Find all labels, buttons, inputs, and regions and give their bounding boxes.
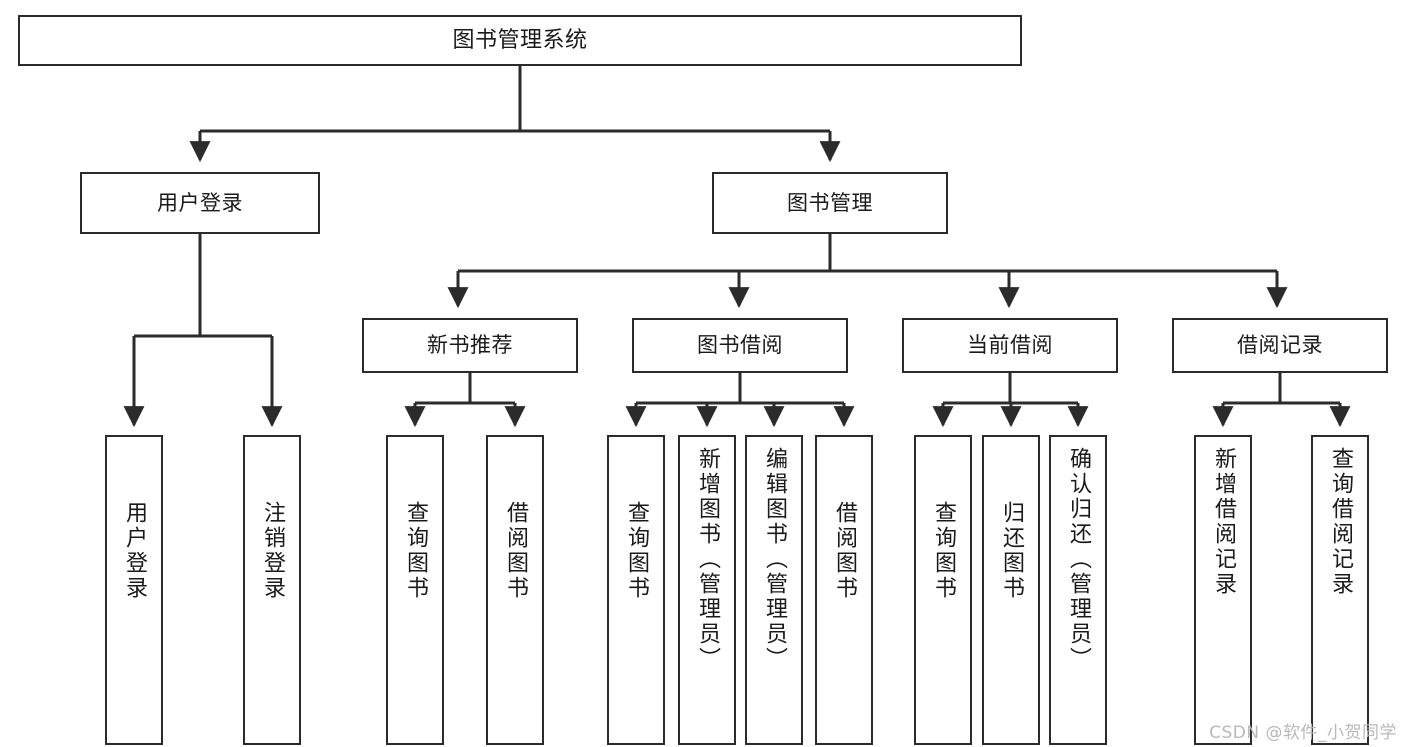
leaf-current-query-book-label: 查询图书 [931,501,956,601]
node-current-borrow-label: 当前借阅 [967,333,1053,358]
leaf-record-query[interactable]: 查询借阅记录 [1311,435,1369,745]
node-user-login[interactable]: 用户登录 [80,172,320,234]
leaf-borrow-query-book-label: 查询图书 [624,501,649,601]
node-borrow-record[interactable]: 借阅记录 [1172,318,1388,373]
node-new-book-recommend-label: 新书推荐 [427,333,513,358]
leaf-borrow-borrow-book-label: 借阅图书 [832,501,857,601]
leaf-new-book-borrow-label: 借阅图书 [503,501,528,601]
leaf-borrow-query-book[interactable]: 查询图书 [607,435,665,745]
leaf-new-book-borrow[interactable]: 借阅图书 [486,435,544,745]
leaf-record-add-label: 新增借阅记录 [1211,447,1236,597]
leaf-current-return-book[interactable]: 归还图书 [982,435,1040,745]
node-book-borrow-label: 图书借阅 [697,333,783,358]
leaf-user-login-logout-label: 注销登录 [260,501,285,601]
leaf-borrow-add-book-admin[interactable]: 新增图书（管理员） [678,435,736,745]
node-new-book-recommend[interactable]: 新书推荐 [362,318,578,373]
leaf-new-book-query[interactable]: 查询图书 [386,435,444,745]
leaf-current-confirm-return-admin[interactable]: 确认归还（管理员） [1049,435,1107,745]
leaf-current-confirm-return-admin-label: 确认归还（管理员） [1066,447,1091,672]
leaf-user-login-logout[interactable]: 注销登录 [243,435,301,745]
leaf-borrow-edit-book-admin[interactable]: 编辑图书（管理员） [745,435,803,745]
leaf-user-login-login[interactable]: 用户登录 [105,435,163,745]
leaf-user-login-login-label: 用户登录 [122,501,147,601]
node-book-borrow[interactable]: 图书借阅 [632,318,848,373]
leaf-borrow-add-book-admin-label: 新增图书（管理员） [695,447,720,672]
csdn-watermark: CSDN @软件_小贺同学 [1209,723,1397,743]
node-book-management-label: 图书管理 [787,190,873,215]
node-current-borrow[interactable]: 当前借阅 [902,318,1118,373]
node-book-management[interactable]: 图书管理 [712,172,948,234]
leaf-borrow-edit-book-admin-label: 编辑图书（管理员） [762,447,787,672]
leaf-current-query-book[interactable]: 查询图书 [914,435,972,745]
node-root[interactable]: 图书管理系统 [18,15,1022,66]
leaf-current-return-book-label: 归还图书 [999,501,1024,601]
node-borrow-record-label: 借阅记录 [1237,333,1323,358]
leaf-new-book-query-label: 查询图书 [403,501,428,601]
node-user-login-label: 用户登录 [157,190,243,215]
leaf-record-query-label: 查询借阅记录 [1328,447,1353,597]
leaf-borrow-borrow-book[interactable]: 借阅图书 [815,435,873,745]
node-root-label: 图书管理系统 [452,27,588,53]
leaf-record-add[interactable]: 新增借阅记录 [1194,435,1252,745]
